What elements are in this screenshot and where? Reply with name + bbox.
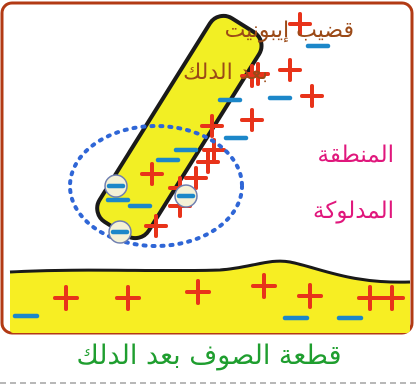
zone-title-line2: المدلوكة	[313, 198, 394, 224]
transferred-electron	[105, 175, 127, 197]
transferred-electron	[175, 185, 197, 207]
wool-caption: قطعة الصوف بعد الدلك	[0, 340, 418, 371]
rod-title-line2: بعد الدلك	[183, 60, 268, 85]
transferred-electron	[109, 221, 131, 243]
rod-title-line1: قضيب إيبونيت	[225, 18, 354, 43]
zone-title-line1: المنطقة	[318, 142, 394, 168]
